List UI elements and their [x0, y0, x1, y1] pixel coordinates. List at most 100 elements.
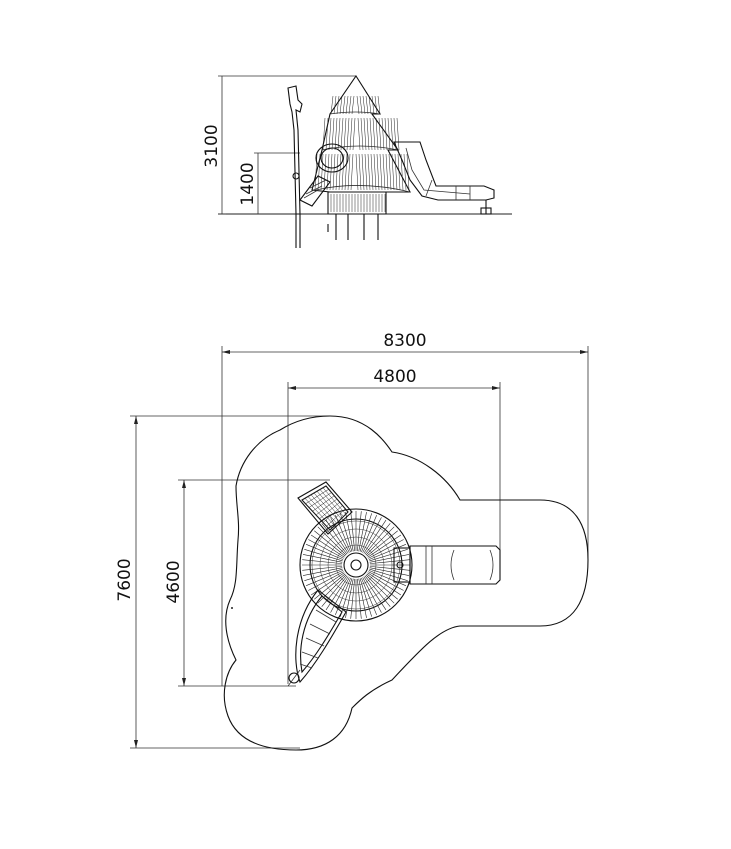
safety-zone-outline — [223, 415, 589, 751]
hatch-line — [320, 153, 324, 191]
hatch-line — [357, 117, 361, 151]
hatch-line — [350, 511, 355, 552]
hatch-ring — [311, 520, 401, 610]
hatch-line — [356, 95, 360, 115]
hatch-line — [369, 567, 410, 576]
hatch-line — [363, 576, 387, 611]
hatch-line — [344, 153, 348, 191]
hatch-line — [388, 153, 392, 191]
hatch-line — [366, 530, 398, 557]
hatch-line — [352, 117, 356, 151]
dimension-label-4800: 4800 — [373, 367, 416, 387]
dimension-3100: 3100 — [202, 75, 356, 215]
hatch-line — [369, 566, 410, 571]
dimension-label-4600: 4600 — [164, 560, 184, 603]
hatch-line — [316, 491, 342, 519]
hatch-line — [326, 508, 346, 527]
hatch-line — [362, 95, 366, 115]
hatch-line — [340, 578, 353, 617]
hatch-line — [358, 511, 367, 552]
hatch-line — [343, 117, 347, 151]
hatch-line — [377, 95, 381, 115]
hatch-line — [357, 578, 362, 619]
hatch-line — [319, 489, 344, 517]
dimension-7600: 7600 — [115, 415, 330, 749]
hatch-line — [338, 153, 342, 191]
hatch-line — [345, 95, 349, 115]
hatch-line — [317, 153, 321, 191]
slide-tube-plan — [393, 545, 501, 585]
dimension-label-3100: 3100 — [202, 124, 222, 167]
hatch-line — [394, 153, 398, 191]
hatch-line — [351, 95, 355, 115]
hatch-line — [333, 95, 337, 115]
hatch-line — [362, 517, 382, 553]
hatch-line — [304, 568, 343, 581]
hatch-line — [368, 539, 404, 559]
hatch-line — [361, 514, 377, 553]
hatch-line — [364, 523, 391, 555]
hatch-line — [369, 117, 373, 151]
hatch-line — [363, 117, 367, 151]
hatch-line — [305, 544, 344, 560]
tree-tower — [299, 74, 411, 240]
hatch-line — [378, 117, 382, 151]
dimension-4600: 4600 — [164, 479, 330, 687]
hatch-line — [396, 117, 400, 151]
hatch-line — [381, 117, 385, 151]
hatch-line — [357, 511, 362, 552]
hatch-line — [328, 117, 332, 151]
hatch-line — [330, 95, 334, 115]
hatch-line — [364, 153, 368, 191]
hatch-line — [349, 117, 353, 151]
hatch-line — [359, 513, 372, 552]
hatch-line — [367, 572, 402, 596]
hatch-line — [302, 559, 343, 564]
hatch-ring — [319, 528, 393, 602]
hatch-line — [363, 519, 387, 554]
hatch-line — [339, 95, 343, 115]
hatch-line — [315, 498, 338, 516]
hatch-line — [368, 544, 407, 560]
hatch-line — [350, 153, 354, 191]
hatch-line — [325, 485, 349, 513]
hatch-line — [397, 153, 401, 191]
hatch-line — [335, 514, 351, 553]
elevation-view: 3100 1400 — [202, 74, 512, 248]
hatch-line — [302, 567, 343, 576]
climbing-net — [297, 481, 353, 535]
hatch-line — [341, 153, 345, 191]
hatch-line — [340, 513, 353, 552]
hatch-line — [368, 571, 404, 591]
hatch-line — [330, 577, 350, 613]
hatch-line — [321, 575, 348, 607]
hatch-line — [361, 577, 377, 616]
plan-view: 8300 4800 7600 4600 — [115, 331, 589, 751]
hatch-line — [368, 95, 372, 115]
hatch-line — [329, 511, 349, 531]
hatch-line — [371, 95, 375, 115]
hatch-line — [367, 534, 402, 558]
hatch-ring — [327, 536, 385, 594]
hatch-line — [325, 519, 349, 554]
dimension-label-1400: 1400 — [238, 162, 258, 205]
hatch-line — [350, 578, 355, 619]
hatch-line — [322, 505, 343, 523]
hatch-line — [334, 117, 338, 151]
hatch-line — [310, 534, 345, 558]
hatch-line — [366, 573, 398, 600]
hatch-line — [325, 576, 349, 611]
ramp-bridge — [287, 589, 347, 687]
reference-dot — [231, 607, 233, 609]
hatch-line — [406, 153, 410, 191]
hatch-line — [335, 153, 339, 191]
hatch-line — [379, 153, 383, 191]
hatch-line — [365, 574, 395, 604]
hatch-line — [360, 117, 364, 151]
hatch-line — [317, 526, 347, 556]
hatch-line — [369, 549, 408, 562]
hatch-line — [322, 117, 326, 151]
hatch-line — [364, 575, 391, 607]
hatch-line — [345, 511, 354, 552]
dimension-4800: 4800 — [287, 367, 501, 684]
